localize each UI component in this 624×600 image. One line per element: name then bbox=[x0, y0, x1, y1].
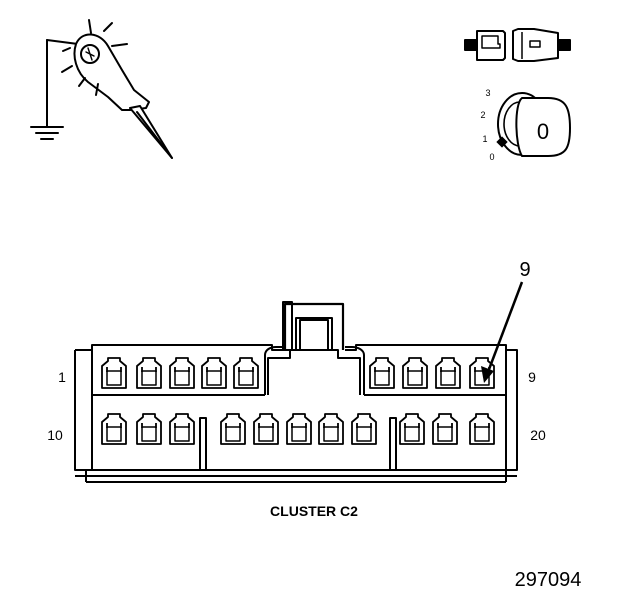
pin-cavity-bottom-7 bbox=[318, 413, 344, 445]
pin-cavity-top-8 bbox=[435, 357, 461, 389]
callout-arrow bbox=[481, 281, 524, 383]
pin-cavity-bottom-11 bbox=[469, 413, 495, 445]
pin-cavity-bottom-4 bbox=[220, 413, 246, 445]
ignition-position-0: 0 bbox=[489, 152, 494, 162]
ignition-position-1: 1 bbox=[482, 134, 487, 144]
pin-label-10: 10 bbox=[47, 427, 63, 443]
pin-cavity-bottom-3 bbox=[169, 413, 195, 445]
pin-cavity-bottom-5 bbox=[253, 413, 279, 445]
pin-cavity-bottom-6 bbox=[286, 413, 312, 445]
pin-cavity-bottom-8 bbox=[351, 413, 377, 445]
pin-cavity-top-2 bbox=[136, 357, 162, 389]
pin-cavities bbox=[101, 357, 495, 445]
pin-cavity-top-3 bbox=[169, 357, 195, 389]
connector-disconnect-icon bbox=[464, 28, 571, 62]
figure-number: 297094 bbox=[515, 569, 582, 591]
pin-label-9: 9 bbox=[528, 369, 536, 385]
pin-cavity-bottom-2 bbox=[136, 413, 162, 445]
pin-cavity-top-1 bbox=[101, 357, 127, 389]
connector-name: CLUSTER C2 bbox=[270, 503, 358, 519]
ignition-position-3: 3 bbox=[485, 88, 490, 98]
pin-cavity-top-7 bbox=[402, 357, 428, 389]
connector-body bbox=[74, 301, 518, 483]
callout-pin-number: 9 bbox=[519, 259, 530, 281]
ignition-key-icon bbox=[496, 92, 572, 157]
pin-cavity-bottom-1 bbox=[101, 413, 127, 445]
test-probe-ground-icon bbox=[30, 19, 173, 159]
key-position-label: 0 bbox=[537, 119, 549, 144]
pin-cavity-bottom-10 bbox=[432, 413, 458, 445]
pin-cavity-top-4 bbox=[201, 357, 227, 389]
pin-cavity-bottom-9 bbox=[399, 413, 425, 445]
pin-label-1: 1 bbox=[58, 369, 66, 385]
pin-label-20: 20 bbox=[530, 427, 546, 443]
pin-cavity-top-6 bbox=[369, 357, 395, 389]
pin-cavity-top-5 bbox=[233, 357, 259, 389]
ignition-position-2: 2 bbox=[480, 110, 485, 120]
